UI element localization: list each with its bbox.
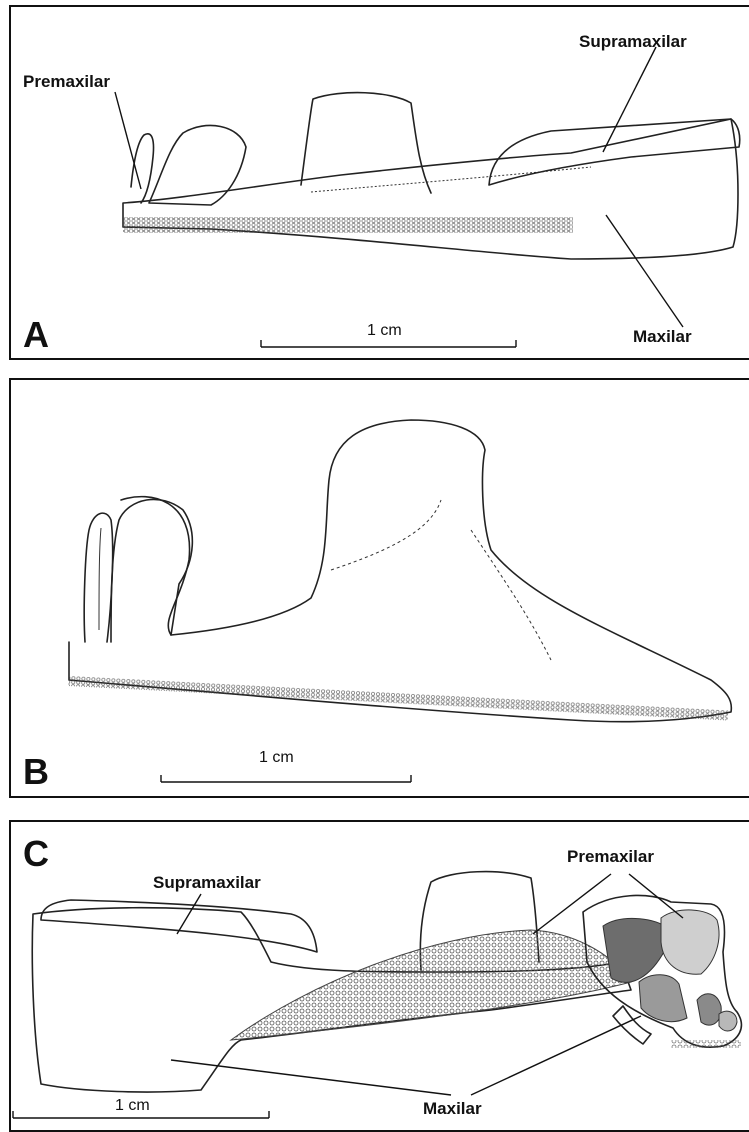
panel-letter-c: C [23, 833, 49, 874]
maxilla-bone-c [32, 872, 741, 1092]
label-premaxilar-c: Premaxilar [567, 847, 654, 866]
label-premaxilar-a: Premaxilar [23, 72, 110, 91]
panel-a-drawing: Premaxilar Supramaxilar Maxilar A 1 cm [11, 7, 749, 358]
leader-supramaxilar-c [177, 894, 201, 934]
leader-maxilar-c-1 [171, 1060, 451, 1095]
scale-bar-label-b: 1 cm [259, 749, 294, 766]
scale-bar-label-a: 1 cm [367, 322, 402, 339]
panel-b: B 1 cm [9, 378, 749, 798]
panel-letter-b: B [23, 751, 49, 792]
panel-a: Premaxilar Supramaxilar Maxilar A 1 cm [9, 5, 749, 360]
label-maxilar-a: Maxilar [633, 327, 692, 346]
scale-bar-b [161, 775, 411, 782]
panel-c-drawing: Supramaxilar Premaxilar Maxilar C 1 cm [11, 822, 749, 1130]
maxilla-bone-b [68, 420, 731, 722]
leader-premaxilar-a [115, 92, 141, 189]
maxilla-bone-a [123, 93, 740, 259]
leader-maxilar-a [606, 215, 683, 327]
leader-maxilar-c-2 [471, 1016, 641, 1095]
panel-c: Supramaxilar Premaxilar Maxilar C 1 cm [9, 820, 749, 1132]
label-maxilar-c: Maxilar [423, 1099, 482, 1118]
scale-bar-label-c: 1 cm [115, 1097, 150, 1114]
panel-b-drawing: B 1 cm [11, 380, 749, 796]
label-supramaxilar-c: Supramaxilar [153, 873, 261, 892]
leader-premaxilar-c-1 [533, 874, 611, 934]
label-supramaxilar-a: Supramaxilar [579, 32, 687, 51]
scale-bar-a [261, 340, 516, 347]
panel-letter-a: A [23, 314, 49, 355]
